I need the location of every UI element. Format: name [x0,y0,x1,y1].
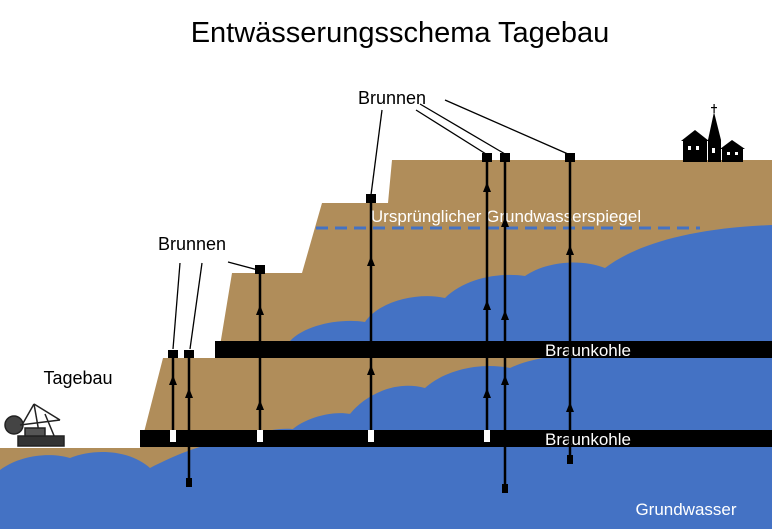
well-4 [366,194,376,442]
well-3 [255,265,265,442]
groundwater-upper [290,225,772,341]
bucket-wheel-excavator-icon [4,403,65,447]
well-5 [482,153,492,442]
groundwater-middle [290,355,772,432]
coal-seam-upper [215,341,772,358]
wells [168,153,575,493]
coal-seam-lower [140,430,772,447]
coal-upper-label: Braunkohle [545,341,631,360]
village-with-church-icon [681,104,745,162]
label-leaders [172,99,569,350]
well-7 [565,153,575,464]
well-6 [500,153,510,493]
diagram-title: Entwässerungsschema Tagebau [191,17,610,49]
wells-label-left: Brunnen [158,234,226,254]
well-2 [184,350,194,487]
coal-lower-label: Braunkohle [545,430,631,449]
groundwater-label: Grundwasser [635,500,736,519]
open-pit-label: Tagebau [43,368,112,388]
wells-label-top: Brunnen [358,88,426,108]
well-1 [168,350,178,442]
